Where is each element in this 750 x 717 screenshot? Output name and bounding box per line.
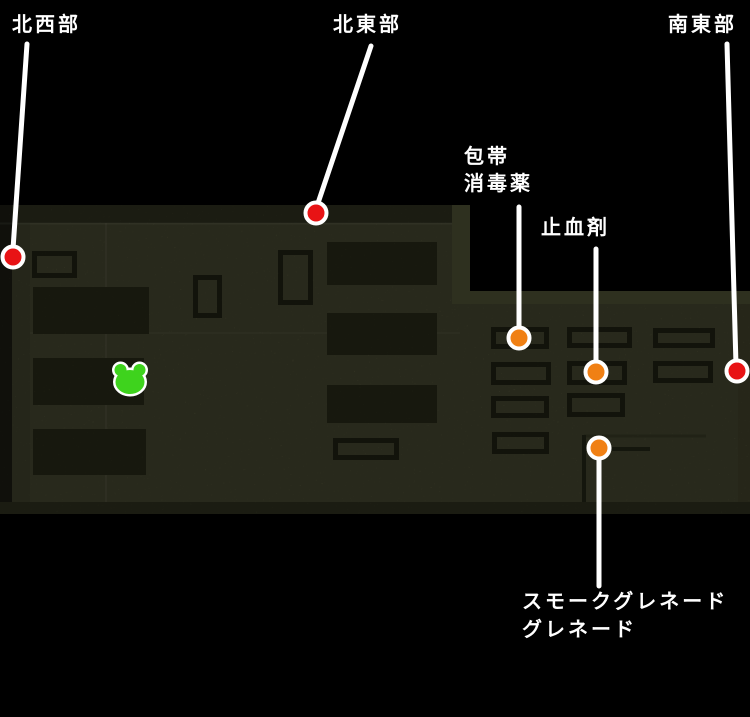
leader-line-southeast	[724, 41, 739, 368]
marker-hemostatic	[583, 359, 609, 385]
label-northwest: 北西部	[12, 12, 81, 36]
label-bandage-disinfectant: 包帯 消毒薬	[464, 144, 533, 195]
label-southeast: 南東部	[668, 12, 737, 36]
marker-southeast	[724, 358, 750, 384]
marker-northeast	[303, 200, 329, 226]
label-smoke-grenade: スモークグレネード グレネード	[522, 589, 729, 641]
map-notch-left-wall	[452, 205, 470, 304]
label-northeast: 北東部	[333, 12, 402, 36]
marker-northwest	[0, 244, 26, 270]
player-frog-icon	[112, 361, 148, 397]
leader-lines	[10, 41, 739, 589]
leader-line-northwest	[10, 41, 30, 252]
label-hemostatic: 止血剤	[541, 215, 610, 239]
map-notch-bottom-wall	[470, 291, 750, 304]
map-notch	[470, 205, 750, 291]
leader-line-northeast	[313, 43, 374, 212]
markers	[0, 200, 750, 461]
marker-bandage	[506, 325, 532, 351]
marker-smoke-grenade	[586, 435, 612, 461]
